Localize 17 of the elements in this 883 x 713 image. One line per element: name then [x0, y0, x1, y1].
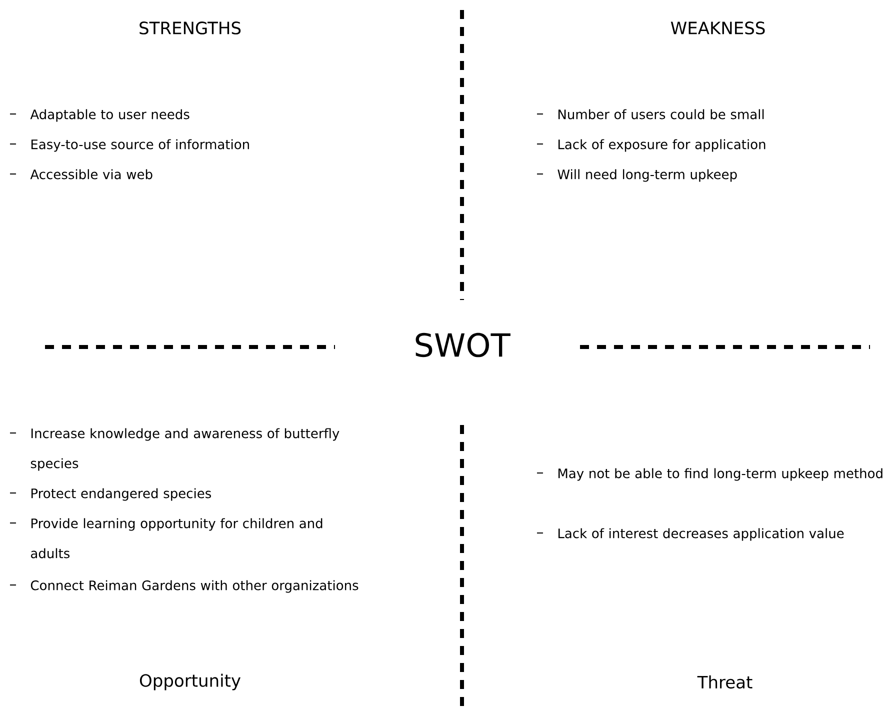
- swot-title: SWOT: [416, 332, 510, 358]
- quadrant-heading: Opportunity: [140, 674, 241, 690]
- quadrant-heading: WEAKNESS: [670, 22, 765, 34]
- list-item: Connect Reiman Gardens with other organizations: [30, 580, 358, 593]
- list-item: Accessible via web: [30, 169, 152, 180]
- list-item: Number of users could be small: [558, 109, 764, 120]
- list-item: Provide learning opportunity for children and adults: [31, 518, 322, 558]
- list-item: Lack of interest decreases application value: [558, 528, 844, 541]
- list-item: Protect endangered species: [31, 488, 211, 501]
- list-item: Easy-to-use source of information: [31, 139, 249, 152]
- list-item: May not be able to find long-term upkeep method: [558, 468, 882, 481]
- list-item: Adaptable to user needs: [30, 109, 190, 122]
- list-item: Increase knowledge and awareness of butterfly species: [30, 428, 340, 471]
- list-item: Lack of exposure for application: [558, 139, 766, 152]
- quadrant-heading: Threat: [697, 675, 752, 689]
- quadrant-heading: STRENGTHS: [140, 22, 241, 34]
- list-item: Will need long-term upkeep: [558, 169, 737, 182]
